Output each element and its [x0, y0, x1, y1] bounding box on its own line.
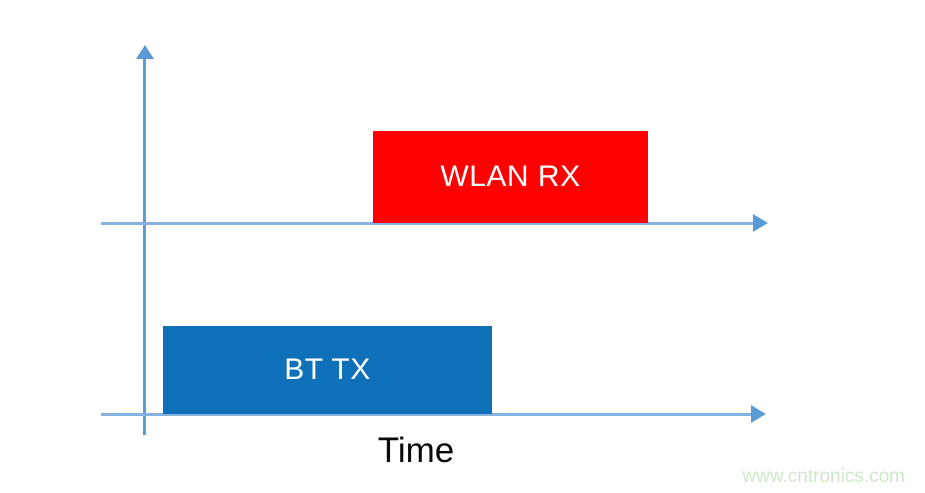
- bt-tx-block: BT TX: [163, 326, 492, 414]
- watermark: www.cntronics.com: [742, 466, 905, 487]
- y-axis-line: [143, 57, 146, 435]
- wlan-timeline-line: [101, 222, 754, 225]
- bt-timeline-arrow-right-icon: [751, 405, 766, 423]
- bt-timeline-line: [101, 413, 752, 416]
- bt-tx-label: BT TX: [284, 353, 371, 386]
- wlan-timeline-arrow-right-icon: [753, 214, 768, 232]
- wlan-rx-block: WLAN RX: [373, 131, 648, 223]
- y-axis-arrow-up-icon: [136, 45, 154, 59]
- wlan-rx-label: WLAN RX: [440, 160, 581, 193]
- x-axis-label: Time: [377, 431, 455, 470]
